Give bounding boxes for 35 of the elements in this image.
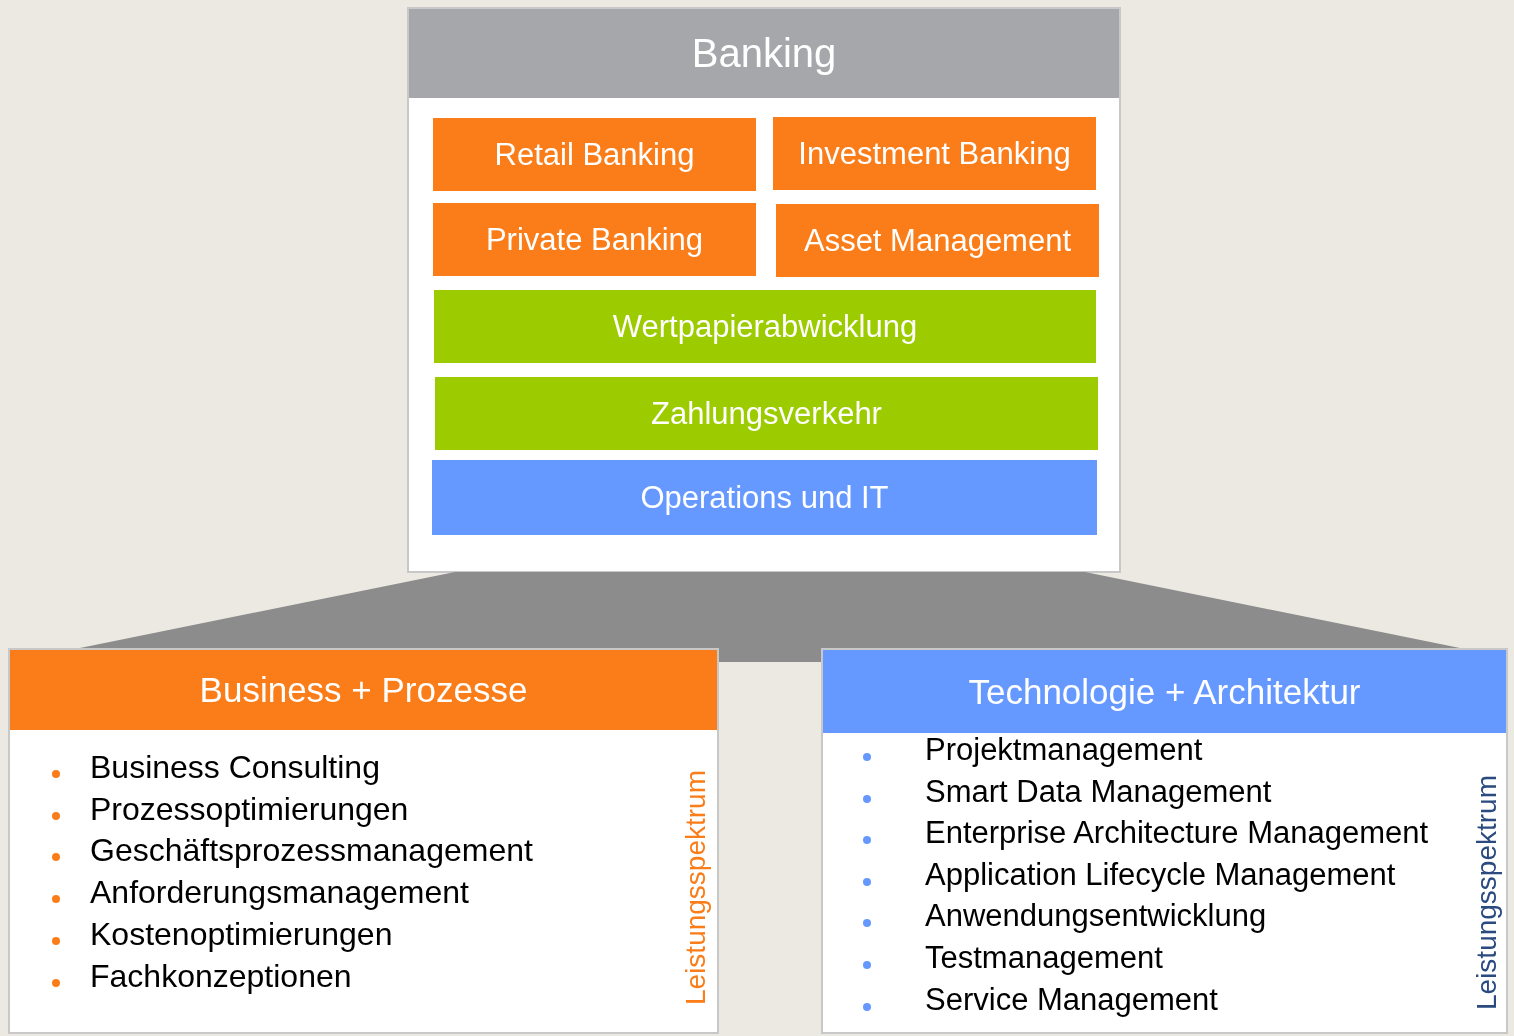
list-item: Prozessoptimierungen: [90, 790, 409, 828]
panel-header: Business + Prozesse: [10, 650, 717, 730]
list-item: Enterprise Architecture Management: [925, 815, 1429, 852]
box-label: Asset Management: [803, 222, 1072, 259]
list-item: Smart Data Management: [925, 773, 1272, 810]
box-label: Wertpapierabwicklung: [612, 308, 918, 345]
category-box: [435, 377, 1098, 450]
list-item: Business Consulting: [90, 749, 380, 786]
box-label: Operations und IT: [640, 479, 889, 516]
list-item: Geschäftsprozessmanagement: [90, 832, 533, 870]
category-box: [776, 204, 1099, 277]
list-item: Projektmanagement: [925, 732, 1203, 768]
box-label: Investment Banking: [798, 135, 1071, 172]
panel: [407, 7, 1121, 573]
list-item: Anwendungsentwicklung: [925, 898, 1267, 935]
panel: [8, 648, 719, 1034]
list-item: Testmanagement: [925, 940, 1163, 976]
category-box: [433, 118, 756, 191]
panel-header: Banking: [409, 9, 1119, 98]
category-box: [434, 290, 1096, 363]
list-item: Application Lifecycle Management: [925, 856, 1396, 893]
list-item: Service Management: [925, 981, 1218, 1018]
box-label: Private Banking: [485, 221, 704, 258]
panel-header: Technologie + Architektur: [823, 650, 1506, 733]
list-item: Fachkonzeptionen: [90, 957, 352, 995]
side-label: Leistungsspektrum: [1471, 775, 1503, 1010]
box-label: Zahlungsverkehr: [651, 395, 882, 432]
box-label: Retail Banking: [494, 136, 695, 173]
list-item: Anforderungsmanagement: [90, 874, 469, 912]
category-box: [773, 117, 1096, 190]
list-item: Kostenoptimierungen: [90, 915, 393, 953]
side-label: Leistungsspektrum: [680, 770, 712, 1005]
panel: [821, 648, 1508, 1034]
category-box: [433, 203, 756, 276]
category-box: [432, 460, 1097, 535]
